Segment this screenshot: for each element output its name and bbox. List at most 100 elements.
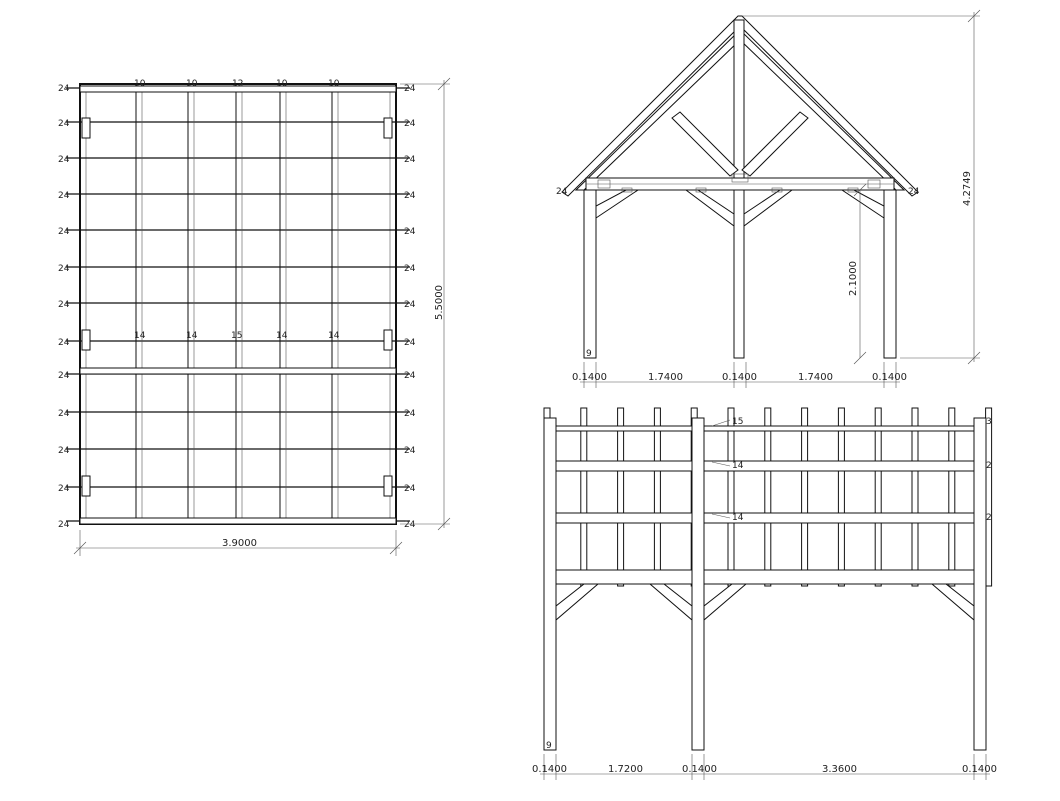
plan-left-tag: 24 — [58, 409, 70, 419]
side-dim-label: 1.7200 — [608, 764, 643, 775]
plan-mid-tag: 14 — [276, 331, 288, 341]
side-callout-tag: 14 — [732, 461, 744, 471]
side-dim-label: 0.1400 — [962, 764, 997, 775]
side-mid-right-brace — [703, 583, 748, 622]
side-right-knee-brace — [930, 583, 975, 622]
plan-length-dimension: 5.5000 — [400, 77, 451, 531]
plan-tie-beam — [79, 517, 397, 525]
front-dim-label: 0.1400 — [572, 372, 607, 383]
side-rafter — [911, 407, 919, 587]
plan-mid-tag: 15 — [231, 331, 242, 341]
front-post-height-dimension: 2.1000 — [848, 183, 867, 365]
front-dim-label: 1.7400 — [798, 372, 833, 383]
eave-left-tag: 24 — [556, 187, 568, 197]
plan-top-tags: 10 10 12 10 10 — [134, 79, 340, 89]
roof-outer-rafter — [561, 15, 919, 197]
left-knee-brace — [595, 189, 640, 219]
side-right-tag: 3 — [986, 417, 992, 427]
plan-right-tag: 24 — [404, 338, 416, 348]
plan-post-block — [383, 117, 393, 139]
right-knee-brace — [840, 189, 885, 219]
plan-tie-beam — [79, 367, 397, 375]
side-right-tag: 2 — [986, 513, 992, 523]
plan-tie-beam — [79, 85, 397, 93]
side-rafter — [948, 407, 956, 587]
plan-top-tag: 12 — [232, 79, 243, 89]
side-rafter-ends — [543, 407, 993, 587]
plan-outline — [79, 83, 397, 525]
plan-top-tag: 10 — [186, 79, 198, 89]
front-elevation: 24 24 9 4.2749 2.1000 0.1400 — [556, 9, 981, 388]
front-dim-label: 1.7400 — [648, 372, 683, 383]
side-callout-tag: 15 — [732, 417, 743, 427]
plan-view: 24 24 24 24 24 24 24 24 24 24 24 24 24 2… — [58, 77, 451, 556]
side-rafter — [801, 407, 809, 587]
plan-left-tag: 24 — [58, 446, 70, 456]
side-eave-plate — [543, 569, 987, 585]
plan-post-block — [383, 329, 393, 351]
plan-purlin-lines — [135, 84, 339, 524]
plan-top-tag: 10 — [134, 79, 146, 89]
side-dim-label: 3.3600 — [822, 764, 857, 775]
side-rafter — [617, 407, 625, 587]
side-callouts: 15 14 14 — [711, 417, 744, 523]
plan-right-tags: 24 24 24 24 24 24 24 24 24 24 24 24 24 — [404, 84, 416, 530]
plan-top-tag: 10 — [276, 79, 288, 89]
plan-inner-outline — [85, 89, 391, 519]
plan-right-tag: 24 — [404, 191, 416, 201]
plan-left-tag: 24 — [58, 84, 70, 94]
plan-right-tag: 24 — [404, 155, 416, 165]
plan-right-tag: 24 — [404, 227, 416, 237]
plan-left-tag: 24 — [58, 119, 70, 129]
center-left-brace — [684, 189, 735, 227]
plan-left-tag: 24 — [58, 520, 70, 530]
plan-width-label: 3.9000 — [222, 538, 257, 549]
plan-left-tag: 24 — [58, 191, 70, 201]
plan-mid-tags: 14 14 15 14 14 — [134, 331, 340, 341]
right-strut — [741, 111, 809, 177]
front-height-label: 4.2749 — [962, 171, 973, 206]
plan-width-dimension: 3.9000 — [73, 530, 403, 556]
plan-post-block — [81, 475, 91, 497]
plan-post-block — [81, 117, 91, 139]
plan-left-tag: 24 — [58, 338, 70, 348]
plan-left-tags: 24 24 24 24 24 24 24 24 24 24 24 24 24 — [58, 84, 70, 530]
side-rafter — [727, 407, 735, 587]
side-rafter — [837, 407, 845, 587]
side-rafter — [874, 407, 882, 587]
side-middle-post — [691, 417, 705, 751]
plan-left-tag: 24 — [58, 484, 70, 494]
front-dim-label: 0.1400 — [872, 372, 907, 383]
side-dim-label: 0.1400 — [532, 764, 567, 775]
plan-right-tag: 24 — [404, 484, 416, 494]
front-height-dimension: 4.2749 — [742, 9, 981, 365]
plan-tie-beams — [79, 85, 397, 525]
side-dim-label: 0.1400 — [682, 764, 717, 775]
plan-mid-tag: 14 — [328, 331, 340, 341]
side-left-knee-brace — [555, 583, 600, 622]
plan-right-tag: 24 — [404, 520, 416, 530]
side-rafter — [764, 407, 772, 587]
plan-length-label: 5.5000 — [434, 285, 445, 320]
side-right-post — [973, 417, 987, 751]
eave-right-tag: 24 — [908, 187, 920, 197]
side-rafter — [580, 407, 588, 587]
plan-top-tag: 10 — [328, 79, 340, 89]
right-post — [883, 189, 897, 359]
side-rafter — [653, 407, 661, 587]
plan-right-tag: 24 — [404, 84, 416, 94]
plan-left-tag: 24 — [58, 264, 70, 274]
left-strut — [671, 111, 739, 177]
plan-mid-tag: 14 — [186, 331, 198, 341]
plan-post-block — [383, 475, 393, 497]
plan-rafter-lines — [66, 87, 410, 522]
plan-right-tag: 24 — [404, 300, 416, 310]
side-ridge-purlin — [543, 425, 987, 432]
left-post — [583, 189, 597, 359]
center-right-brace — [743, 189, 794, 227]
front-bottom-dimensions: 0.1400 1.7400 0.1400 1.7400 0.1400 — [572, 362, 907, 388]
side-right-tags: 3 2 2 — [986, 417, 992, 523]
front-post-tag: 9 — [586, 349, 592, 359]
side-callout-tag: 14 — [732, 513, 744, 523]
